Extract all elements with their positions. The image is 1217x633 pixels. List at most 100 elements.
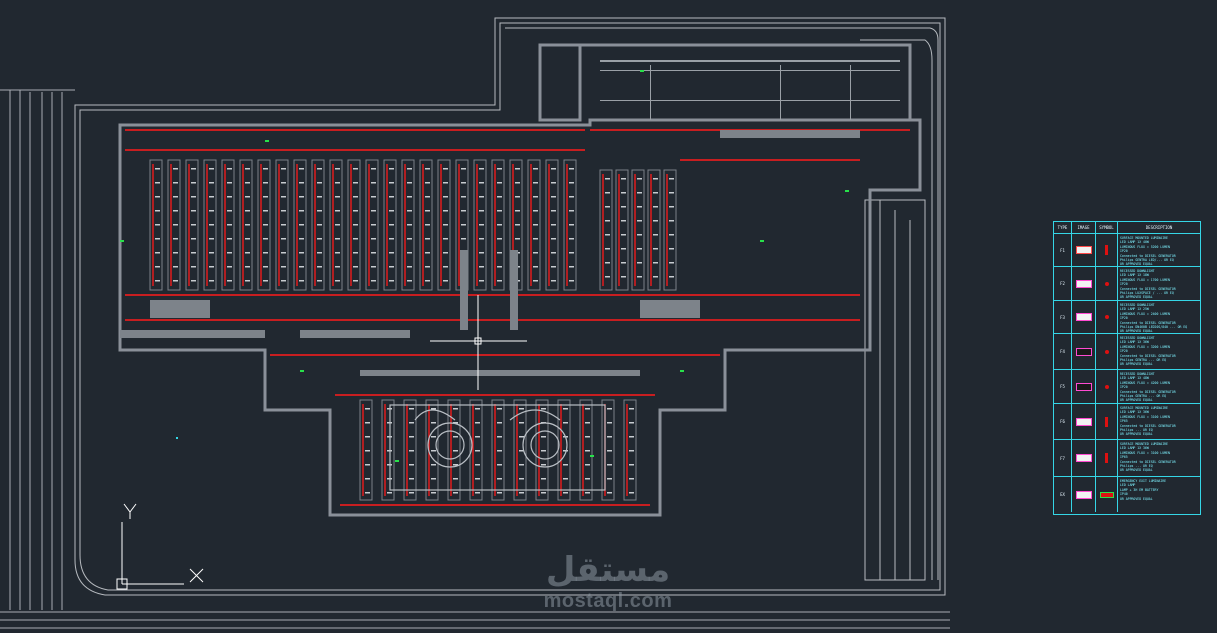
luminaire-mark xyxy=(425,266,430,268)
luminaire-mark xyxy=(569,196,574,198)
luminaire-mark xyxy=(443,238,448,240)
luminaire-mark xyxy=(653,276,658,278)
luminaire-mark xyxy=(155,210,160,212)
luminaire-mark xyxy=(409,422,414,424)
luminaire-mark xyxy=(407,252,412,254)
luminaire-mark xyxy=(299,224,304,226)
luminaire-mark xyxy=(461,224,466,226)
luminaire-mark xyxy=(317,196,322,198)
luminaire-mark xyxy=(281,252,286,254)
luminaire-mark xyxy=(155,252,160,254)
luminaire-mark xyxy=(425,182,430,184)
luminaire-mark xyxy=(263,196,268,198)
luminaire-mark xyxy=(519,422,524,424)
luminaire-mark xyxy=(669,234,674,236)
legend-description: SURFACE MOUNTED LUMINAIRE LED LAMP 1X 40… xyxy=(1120,236,1176,266)
legend-header-image: IMAGE xyxy=(1072,222,1096,233)
luminaire-mark xyxy=(453,478,458,480)
store-bay-outline xyxy=(631,169,645,291)
luminaire-mark xyxy=(515,196,520,198)
legend-type-code: F4 xyxy=(1054,334,1072,369)
luminaire-mark xyxy=(299,280,304,282)
luminaire-mark xyxy=(475,478,480,480)
luminaire-mark xyxy=(605,192,610,194)
luminaire-mark xyxy=(519,464,524,466)
luminaire-mark xyxy=(155,280,160,282)
luminaire-mark xyxy=(585,436,590,438)
store-bay-outline xyxy=(447,399,461,501)
legend-image-cell xyxy=(1072,267,1096,300)
luminaire-mark xyxy=(409,478,414,480)
legend-symbol-cell xyxy=(1096,234,1118,266)
luminaire-mark xyxy=(209,168,214,170)
luminaire-mark xyxy=(607,464,612,466)
store-bay-outline xyxy=(513,399,527,501)
luminaire-mark xyxy=(461,210,466,212)
luminaire-mark xyxy=(475,422,480,424)
luminaire-mark xyxy=(353,224,358,226)
luminaire-mark xyxy=(335,266,340,268)
luminaire-mark xyxy=(431,464,436,466)
luminaire-mark xyxy=(637,262,642,264)
luminaire-mark xyxy=(497,464,502,466)
luminaire-mark xyxy=(585,408,590,410)
legend-description: SURFACE MOUNTED LUMINAIRE LED LAMP 1X 36… xyxy=(1120,406,1176,437)
luminaire-mark xyxy=(621,220,626,222)
luminaire-mark xyxy=(541,464,546,466)
luminaire-mark xyxy=(605,206,610,208)
luminaire-mark xyxy=(191,182,196,184)
luminaire-mark xyxy=(407,210,412,212)
crosshair-cursor[interactable] xyxy=(430,295,527,390)
site-road-lines xyxy=(0,89,950,629)
store-bay-outline xyxy=(167,159,181,291)
luminaire-mark xyxy=(475,464,480,466)
luminaire-mark xyxy=(479,196,484,198)
luminaire-mark xyxy=(669,276,674,278)
luminaire-mark xyxy=(263,238,268,240)
luminaire-mark xyxy=(281,224,286,226)
luminaire-mark xyxy=(541,408,546,410)
luminaire-mark xyxy=(461,196,466,198)
store-bay-outline xyxy=(647,169,661,291)
luminaire-mark xyxy=(653,234,658,236)
luminaire-mark xyxy=(443,210,448,212)
legend-image-cell xyxy=(1072,440,1096,476)
luminaire-mark xyxy=(317,182,322,184)
luminaire-mark xyxy=(569,182,574,184)
store-bay-outline xyxy=(469,399,483,501)
luminaire-mark xyxy=(431,492,436,494)
luminaire-mark xyxy=(629,436,634,438)
luminaire-mark xyxy=(607,492,612,494)
luminaire-mark xyxy=(227,182,232,184)
luminaire-mark xyxy=(533,210,538,212)
luminaire-mark xyxy=(227,196,232,198)
luminaire-mark xyxy=(335,196,340,198)
luminaire-mark xyxy=(407,224,412,226)
luminaire-mark xyxy=(407,238,412,240)
luminaire-mark xyxy=(533,224,538,226)
luminaire-mark xyxy=(475,450,480,452)
legend-symbol-cell xyxy=(1096,477,1118,512)
luminaire-mark xyxy=(245,196,250,198)
luminaire-mark xyxy=(425,210,430,212)
luminaire-mark xyxy=(621,178,626,180)
luminaire-mark xyxy=(353,280,358,282)
luminaire-mark xyxy=(541,478,546,480)
luminaire-mark xyxy=(551,238,556,240)
luminaire-mark xyxy=(443,182,448,184)
legend-header: TYPE IMAGE SYMBOL DESCRIPTION xyxy=(1054,222,1200,234)
legend-type-code: EX xyxy=(1054,477,1072,512)
luminaire-mark xyxy=(541,492,546,494)
luminaire-mark xyxy=(551,252,556,254)
luminaire-mark xyxy=(365,492,370,494)
luminaire-mark xyxy=(155,168,160,170)
luminaire-mark xyxy=(497,252,502,254)
luminaire-mark xyxy=(425,196,430,198)
legend-description: RECESSED DOWNLIGHT LED LAMP 1X 25W LUMIN… xyxy=(1120,303,1188,333)
luminaire-mark xyxy=(209,224,214,226)
